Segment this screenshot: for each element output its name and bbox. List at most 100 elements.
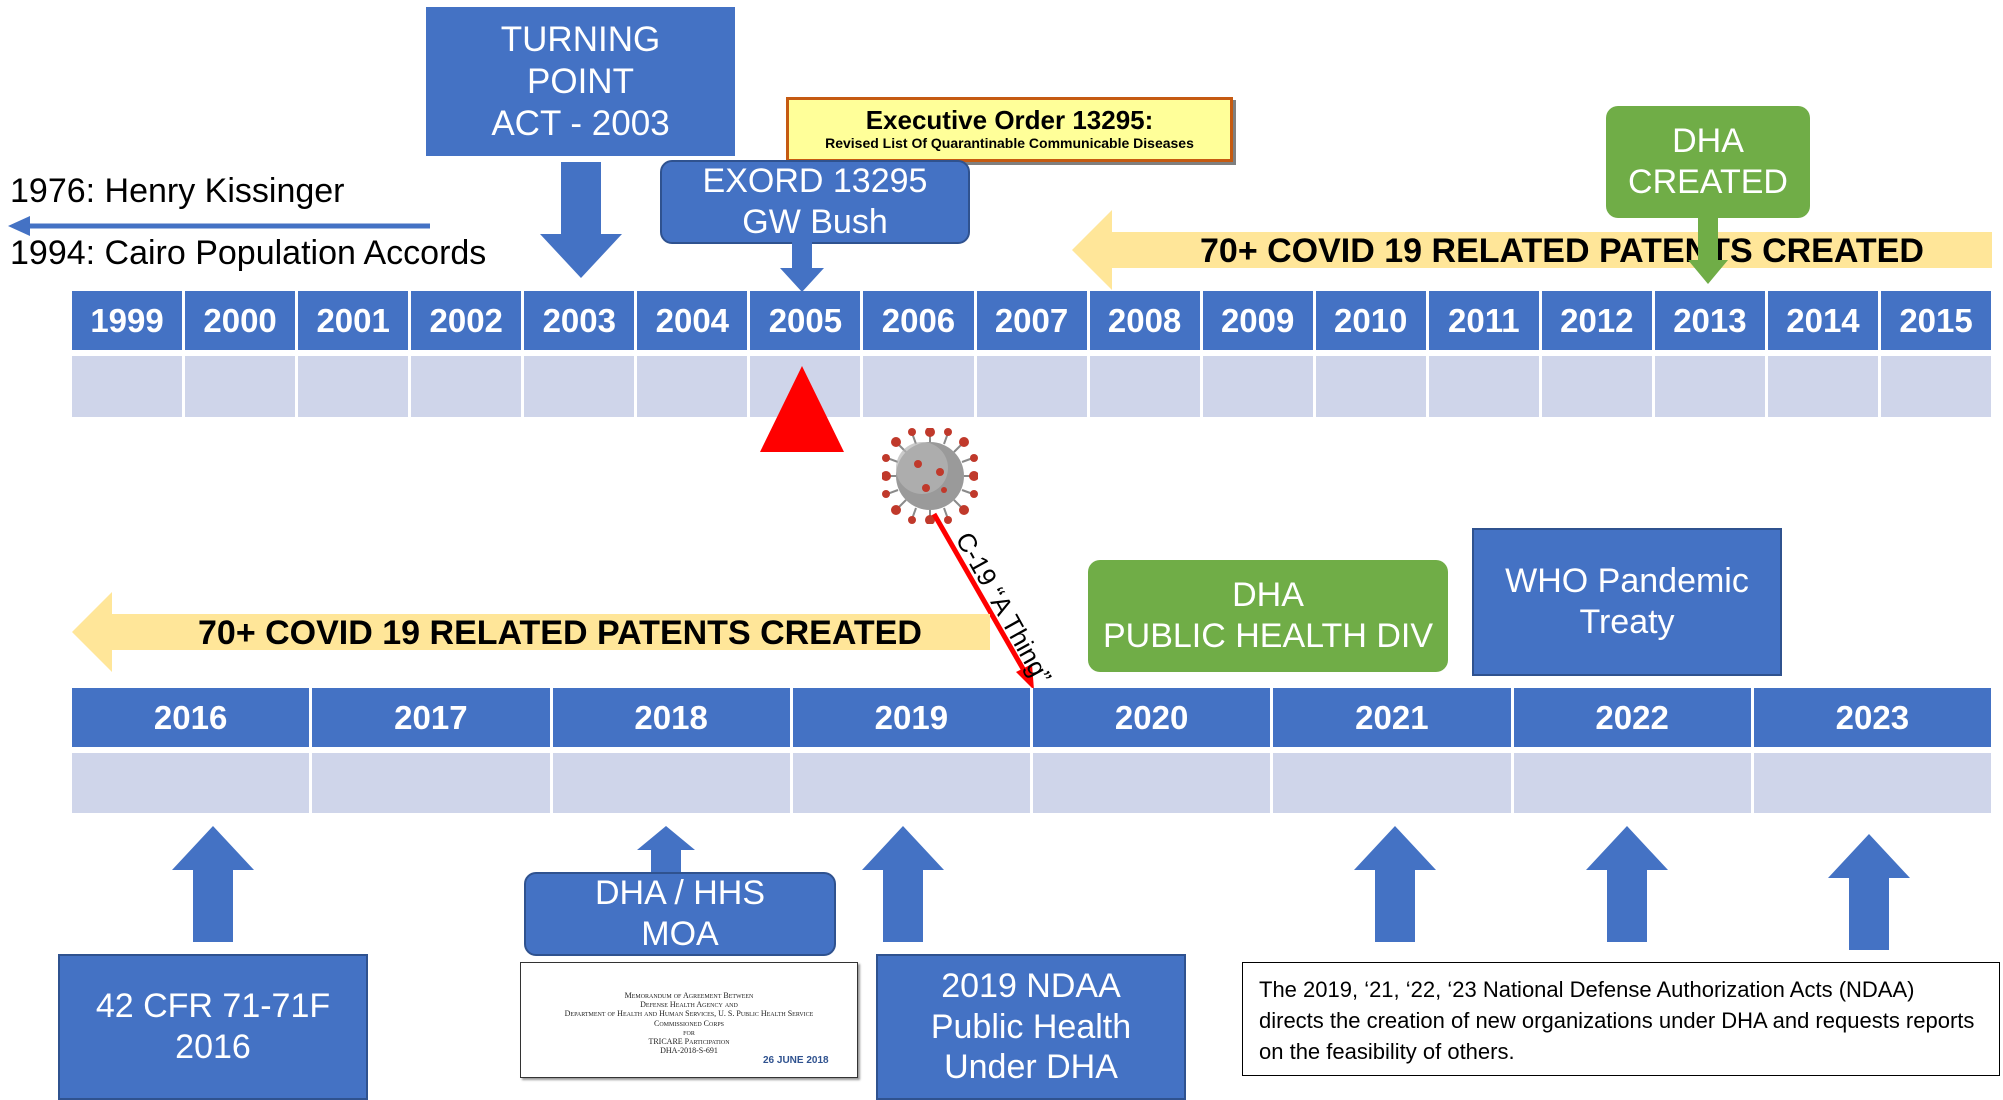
year-cell: 2017 bbox=[312, 688, 553, 747]
turning-point-line-3: ACT - 2003 bbox=[491, 103, 670, 143]
year-cell: 2011 bbox=[1428, 291, 1542, 350]
exec-order-subtitle: Revised List Of Quarantinable Communicab… bbox=[825, 134, 1194, 151]
blank-cell bbox=[1513, 753, 1754, 813]
blank-cell bbox=[1753, 753, 1991, 813]
blank-cell bbox=[1767, 356, 1881, 417]
up-arrow-icon bbox=[1586, 826, 1668, 942]
red-triangle-marker bbox=[760, 366, 844, 452]
blank-cell bbox=[1881, 356, 1992, 417]
dha-hhs-line-2: MOA bbox=[641, 915, 719, 953]
blank-cell bbox=[1654, 356, 1768, 417]
moa-document: Memorandum of Agreement Between Defense … bbox=[520, 962, 858, 1078]
year-cell: 2008 bbox=[1089, 291, 1203, 350]
ndaa-note-text: The 2019, ‘21, ‘22, ‘23 National Defense… bbox=[1259, 977, 1975, 1064]
year-cell: 2004 bbox=[637, 291, 751, 350]
blank-cell bbox=[552, 753, 793, 813]
turning-point-line-2: POINT bbox=[527, 61, 634, 101]
blank-cell bbox=[1089, 356, 1203, 417]
year-cell: 2013 bbox=[1654, 291, 1768, 350]
year-cell: 2007 bbox=[976, 291, 1090, 350]
year-cell: 2001 bbox=[298, 291, 412, 350]
year-cell: 2003 bbox=[524, 291, 638, 350]
exord-line-1: EXORD 13295 bbox=[702, 162, 928, 201]
blank-cell bbox=[792, 753, 1033, 813]
year-cell: 2019 bbox=[792, 688, 1033, 747]
moa-doc-line: Department of Health and Human Services,… bbox=[564, 1009, 814, 1019]
blank-cell bbox=[185, 356, 299, 417]
year-cell: 1999 bbox=[72, 291, 186, 350]
year-cell: 2012 bbox=[1541, 291, 1655, 350]
year-cell: 2006 bbox=[863, 291, 977, 350]
blank-cell bbox=[1541, 356, 1655, 417]
moa-doc-line: for bbox=[683, 1027, 695, 1037]
ndaa-2019-box: 2019 NDAA Public Health Under DHA bbox=[876, 954, 1186, 1100]
blank-cell bbox=[863, 356, 977, 417]
ndaa-note-box: The 2019, ‘21, ‘22, ‘23 National Defense… bbox=[1242, 962, 2000, 1076]
patents-arrow-bottom bbox=[72, 592, 990, 672]
left-arrow-icon bbox=[8, 216, 430, 236]
ndaa-2019-line-3: Under DHA bbox=[944, 1048, 1118, 1087]
patents-label-top: 70+ COVID 19 RELATED PATENTS CREATED bbox=[1200, 232, 1924, 270]
bottom-year-row: 2016 2017 2018 2019 2020 2021 2022 2023 bbox=[72, 688, 1991, 747]
year-cell: 2020 bbox=[1033, 688, 1274, 747]
moa-doc-line: Defense Health Agency and bbox=[640, 1000, 738, 1010]
dha-hhs-line-1: DHA / HHS bbox=[594, 874, 766, 913]
year-cell: 2022 bbox=[1513, 688, 1754, 747]
exord-box: EXORD 13295 GW Bush bbox=[660, 160, 970, 244]
ndaa-2019-line-2: Public Health bbox=[930, 1007, 1132, 1046]
blank-cell bbox=[637, 356, 751, 417]
patents-arrow-top bbox=[1072, 210, 1992, 290]
dha-hhs-box: DHA / HHS MOA bbox=[524, 872, 836, 956]
exec-order-banner: Executive Order 13295: Revised List Of Q… bbox=[786, 97, 1233, 162]
who-treaty-line-2: Treaty bbox=[1579, 603, 1675, 641]
blank-cell bbox=[976, 356, 1090, 417]
blank-cell bbox=[1315, 356, 1429, 417]
dha-created-line-2: CREATED bbox=[1628, 163, 1788, 201]
c19-arrow bbox=[931, 512, 1034, 690]
year-cell: 2010 bbox=[1315, 291, 1429, 350]
bottom-blank-row bbox=[72, 753, 1991, 813]
year-cell: 2016 bbox=[72, 688, 313, 747]
cfr-line-1: 42 CFR 71-71F bbox=[95, 987, 331, 1026]
down-arrow-icon bbox=[1688, 218, 1728, 284]
year-cell: 2021 bbox=[1273, 688, 1514, 747]
blank-cell bbox=[312, 753, 553, 813]
up-arrow-icon bbox=[1828, 834, 1910, 950]
note-cairo: 1994: Cairo Population Accords bbox=[10, 234, 487, 272]
blank-cell bbox=[298, 356, 412, 417]
year-cell: 2018 bbox=[552, 688, 793, 747]
top-blank-row bbox=[72, 356, 1992, 417]
top-year-row: 1999 2000 2001 2002 2003 2004 2005 2006 … bbox=[72, 291, 1992, 350]
who-treaty-line-1: WHO Pandemic bbox=[1505, 562, 1749, 601]
virus-icon bbox=[882, 428, 978, 524]
blank-cell bbox=[1273, 753, 1514, 813]
moa-doc-line: TRICARE Participation bbox=[648, 1036, 730, 1046]
exord-line-2: GW Bush bbox=[742, 203, 888, 241]
blank-cell bbox=[1202, 356, 1316, 417]
up-arrow-icon bbox=[172, 826, 254, 942]
blank-cell bbox=[72, 753, 313, 813]
moa-doc-date: 26 JUNE 2018 bbox=[763, 1055, 829, 1066]
dha-public-health-line-1: DHA bbox=[1232, 576, 1304, 615]
turning-point-line-1: TURNING bbox=[500, 19, 661, 59]
up-arrow-icon bbox=[637, 826, 695, 874]
ndaa-2019-line-1: 2019 NDAA bbox=[941, 966, 1121, 1005]
dha-created-line-1: DHA bbox=[1672, 122, 1744, 161]
year-cell: 2015 bbox=[1881, 291, 1992, 350]
cfr-box: 42 CFR 71-71F 2016 bbox=[58, 954, 368, 1100]
year-cell: 2002 bbox=[411, 291, 525, 350]
year-cell: 2000 bbox=[185, 291, 299, 350]
patents-label-bottom: 70+ COVID 19 RELATED PATENTS CREATED bbox=[198, 614, 922, 652]
note-kissinger: 1976: Henry Kissinger bbox=[10, 172, 345, 210]
dha-created-box: DHA CREATED bbox=[1606, 106, 1810, 218]
year-cell: 2014 bbox=[1767, 291, 1881, 350]
moa-doc-line: Memorandum of Agreement Between bbox=[624, 991, 754, 1000]
year-cell: 2023 bbox=[1753, 688, 1991, 747]
dha-public-health-box: DHA PUBLIC HEALTH DIV bbox=[1088, 560, 1448, 672]
cfr-line-2: 2016 bbox=[175, 1028, 251, 1066]
moa-doc-line: DHA-2018-S-691 bbox=[660, 1046, 718, 1056]
up-arrow-icon bbox=[1354, 826, 1436, 942]
turning-point-box: TURNING POINT ACT - 2003 bbox=[426, 7, 735, 156]
blank-cell bbox=[1033, 753, 1274, 813]
blank-cell bbox=[524, 356, 638, 417]
